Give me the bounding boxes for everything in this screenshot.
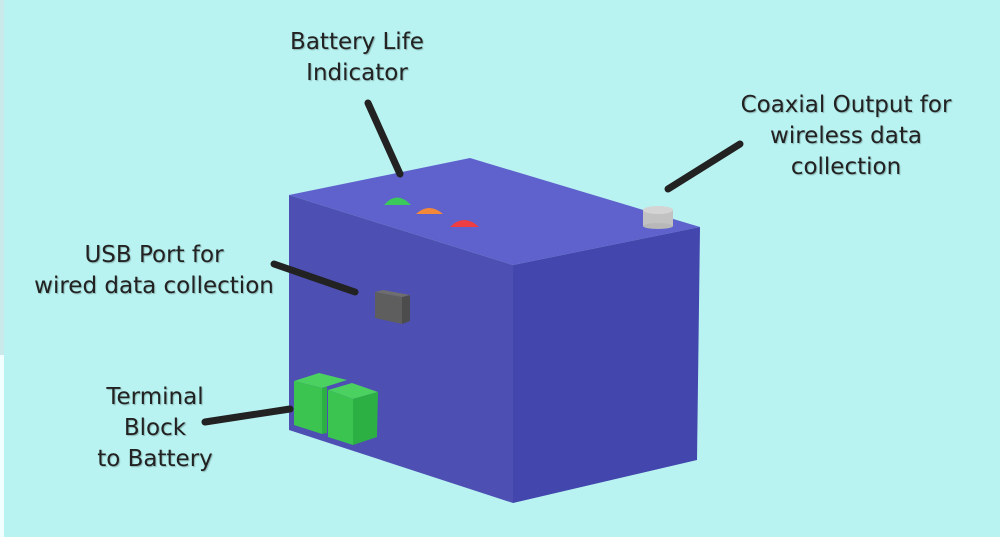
label-line: Indicator (306, 60, 408, 86)
label-coaxial-output: Coaxial Output for wireless data collect… (716, 90, 976, 183)
label-usb-port: USB Port for wired data collection (20, 240, 288, 302)
terminal-block (294, 373, 378, 445)
label-line: wireless data (770, 123, 922, 149)
leader-usb (270, 260, 359, 296)
label-terminal-block: Terminal Block to Battery (80, 382, 230, 475)
label-line: Block (123, 415, 187, 441)
label-line: wired data collection (34, 273, 274, 299)
led-red (450, 220, 479, 227)
led-orange (416, 208, 443, 214)
box-top-face (289, 158, 700, 265)
leader-terminal (201, 405, 294, 426)
label-battery-life-indicator: Battery Life Indicator (262, 27, 452, 89)
coax-connector (643, 206, 673, 229)
label-line: collection (790, 154, 902, 180)
label-line: Battery Life (290, 29, 424, 55)
left-edge-strip (0, 0, 4, 355)
label-line: Terminal (106, 384, 204, 410)
leader-coaxial (664, 140, 744, 193)
usb-port (375, 290, 410, 324)
left-edge-strip-lower (0, 355, 4, 537)
label-line: Coaxial Output for (740, 92, 952, 118)
label-line: USB Port for (84, 242, 224, 268)
leader-battery-life (364, 99, 404, 178)
label-line: to Battery (97, 446, 213, 472)
led-green (384, 197, 411, 205)
box-front-face (513, 227, 700, 503)
